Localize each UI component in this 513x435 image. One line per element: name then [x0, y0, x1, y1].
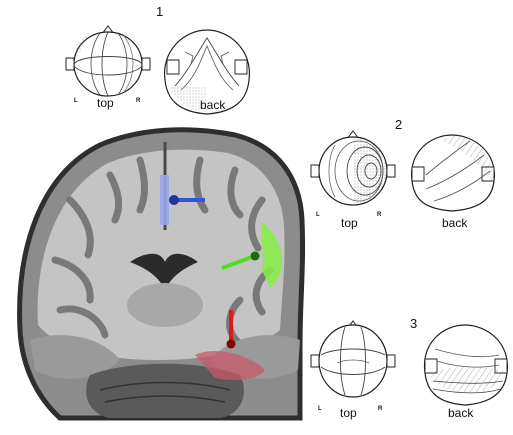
panel-3-back-view-label: back [448, 406, 474, 420]
panel-2-left-label: L [316, 212, 320, 218]
panel-1-number: 1 [156, 4, 164, 19]
green-dipole-line [221, 254, 256, 270]
panel-2-back-view-label: back [442, 216, 468, 230]
blue-source [160, 175, 205, 225]
green-dipole-origin [250, 251, 260, 261]
panel-3-top-view-label: top [340, 406, 357, 420]
panel-2-right-label: R [377, 212, 382, 218]
panel-1-right-label: R [136, 98, 141, 104]
panel-1-back-view-label: back [200, 98, 226, 112]
scalp-map-3-back [423, 324, 508, 406]
blue-patch [160, 175, 169, 225]
panel-3-number: 3 [410, 316, 418, 331]
scalp-map-1-back [164, 29, 250, 115]
red-patch [195, 350, 265, 380]
green-source [221, 222, 283, 288]
panel-3-right-label: R [378, 406, 383, 412]
scalp-map-2-back [410, 134, 495, 212]
panel-1-left-label: L [74, 98, 78, 104]
scalp-map-3-top [310, 320, 396, 398]
scalp-map-1-top [65, 25, 151, 97]
mri-coronal-slice [17, 127, 306, 421]
green-patch [261, 222, 283, 288]
red-source [195, 310, 265, 380]
scalp-map-2-top [310, 130, 396, 206]
panel-1-top-view-label: top [97, 96, 114, 110]
panel-2-top-view-label: top [341, 216, 358, 230]
red-dipole-origin [226, 339, 236, 349]
panel-3-left-label: L [318, 406, 322, 412]
panel-2-number: 2 [395, 117, 403, 132]
blue-dipole-origin [169, 195, 179, 205]
